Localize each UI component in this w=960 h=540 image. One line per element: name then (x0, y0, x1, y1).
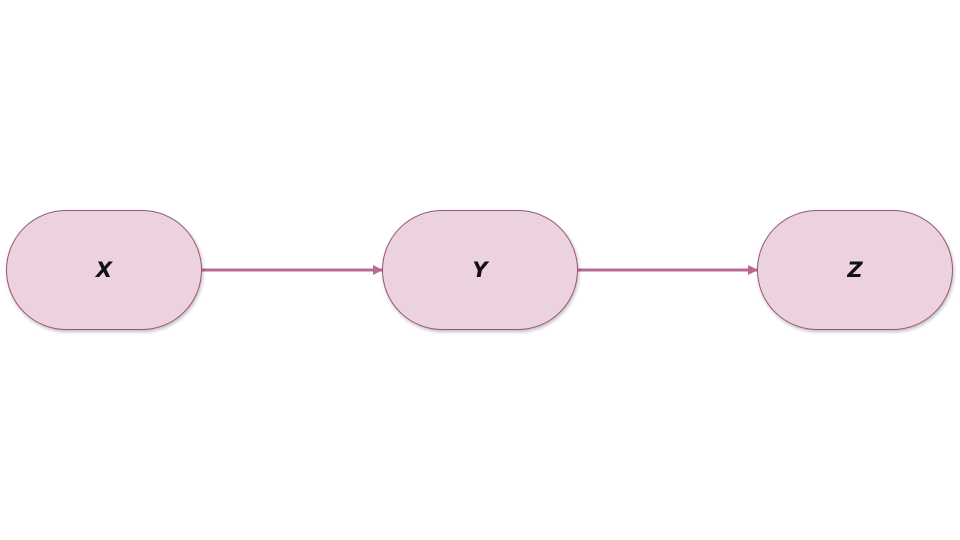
node-z: Z (757, 210, 953, 330)
node-x-label: X (95, 258, 113, 282)
node-z-label: Z (847, 258, 863, 282)
node-y-label: Y (472, 258, 488, 282)
node-y: Y (382, 210, 578, 330)
node-x: X (6, 210, 202, 330)
